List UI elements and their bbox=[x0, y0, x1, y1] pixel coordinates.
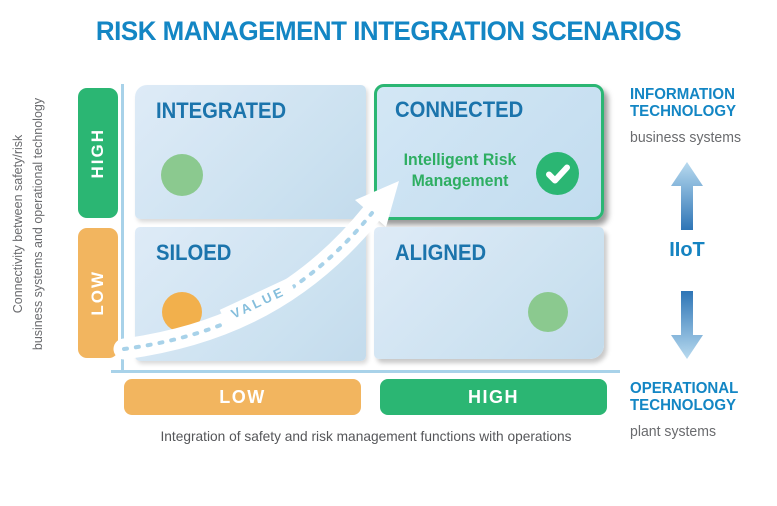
quadrant-integrated: INTEGRATED bbox=[135, 85, 366, 219]
quadrant-siloed-label: SILOED bbox=[156, 240, 232, 265]
checkmark-icon bbox=[545, 164, 570, 183]
y-axis-high-label: HIGH bbox=[88, 127, 107, 179]
quadrant-aligned: ALIGNED bbox=[374, 227, 604, 359]
y-axis-label: Connectivity between safety/risk busines… bbox=[2, 74, 54, 374]
x-axis-low-label: LOW bbox=[219, 386, 266, 407]
y-axis-low-badge: LOW bbox=[78, 228, 118, 358]
page-title: RISK MANAGEMENT INTEGRATION SCENARIOS bbox=[95, 16, 682, 46]
intelligent-risk-management-label: Intelligent Risk Management bbox=[403, 151, 517, 190]
quadrant-connected: CONNECTED bbox=[374, 84, 604, 220]
siloed-marker-dot bbox=[162, 292, 202, 332]
business-systems-label: business systems bbox=[630, 130, 742, 146]
operational-technology-label: OPERATIONAL TECHNOLOGY bbox=[630, 380, 739, 414]
information-technology-label: INFORMATION TECHNOLOGY bbox=[630, 86, 737, 120]
iiot-label: IIoT bbox=[669, 239, 705, 261]
checkmark-badge bbox=[536, 152, 579, 195]
integrated-marker-dot bbox=[161, 154, 203, 196]
arrow-up-icon bbox=[671, 162, 703, 230]
arrow-down-icon bbox=[671, 291, 703, 359]
aligned-marker-dot bbox=[528, 292, 568, 332]
x-axis-high-label: HIGH bbox=[468, 386, 519, 407]
x-axis-low-badge: LOW bbox=[124, 379, 361, 415]
quadrant-aligned-label: ALIGNED bbox=[395, 240, 487, 265]
y-axis-label-line2: business systems and operational technol… bbox=[31, 97, 45, 351]
quadrant-siloed: SILOED bbox=[135, 227, 366, 361]
plant-systems-label: plant systems bbox=[630, 424, 716, 440]
x-axis-caption: Integration of safety and risk managemen… bbox=[160, 428, 572, 444]
y-axis-high-badge: HIGH bbox=[78, 88, 118, 218]
y-axis-line bbox=[121, 84, 124, 373]
y-axis-label-line1: Connectivity between safety/risk bbox=[11, 134, 25, 314]
x-axis-line bbox=[111, 370, 620, 373]
x-axis-high-badge: HIGH bbox=[380, 379, 607, 415]
quadrant-connected-label: CONNECTED bbox=[395, 97, 524, 122]
y-axis-low-label: LOW bbox=[88, 270, 107, 316]
quadrant-integrated-label: INTEGRATED bbox=[156, 98, 287, 123]
